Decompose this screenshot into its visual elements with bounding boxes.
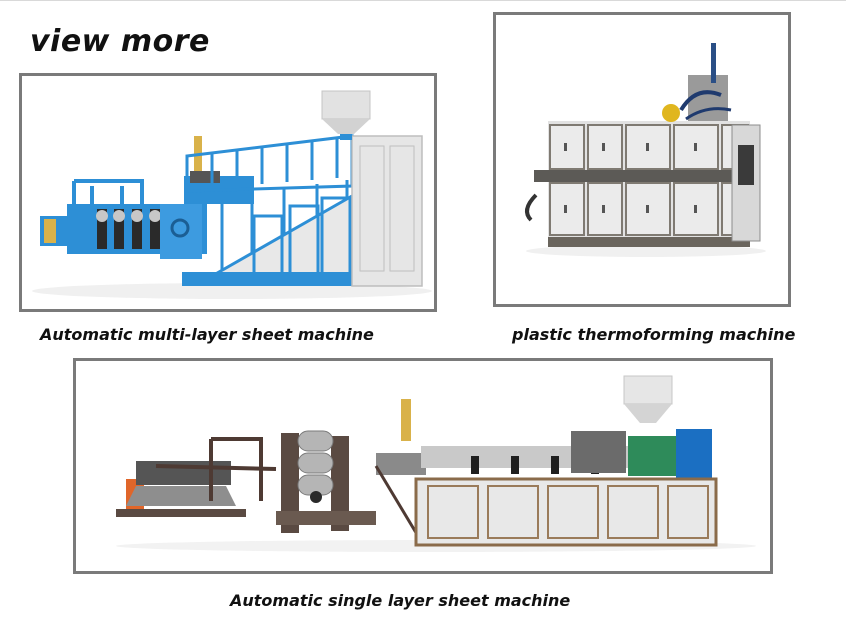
caption-multi-layer[interactable]: Automatic multi-layer sheet machine — [40, 325, 374, 344]
single-layer-sheet-machine-photo-icon — [116, 375, 756, 552]
caption-single-layer[interactable]: Automatic single layer sheet machine — [230, 591, 571, 610]
view-more-heading[interactable]: view more — [30, 24, 210, 59]
thermoforming-machine-photo-icon — [525, 43, 766, 257]
multi-layer-sheet-machine-photo-icon — [32, 90, 432, 299]
product-card-multi-layer[interactable] — [19, 73, 437, 312]
caption-thermoforming[interactable]: plastic thermoforming machine — [512, 325, 796, 344]
top-divider — [0, 0, 846, 1]
product-card-thermoforming[interactable] — [493, 12, 791, 307]
product-card-single-layer[interactable] — [73, 358, 773, 574]
